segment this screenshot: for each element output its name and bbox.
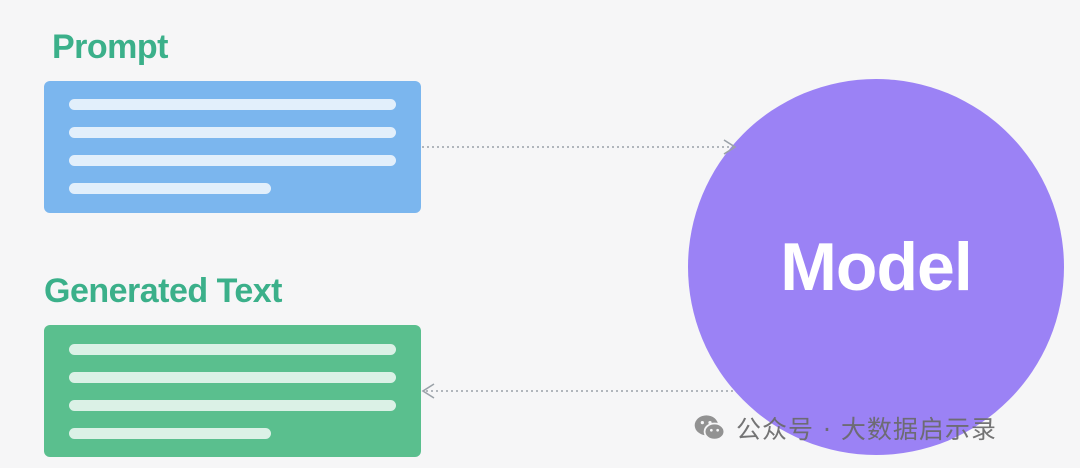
prompt-card bbox=[44, 81, 421, 213]
prompt-text-line bbox=[69, 155, 396, 166]
model-to-generated-arrow bbox=[421, 383, 733, 399]
prompt-text-line bbox=[69, 183, 271, 194]
watermark-text: 公众号 · 大数据启示录 bbox=[736, 415, 997, 444]
model-label: Model bbox=[780, 229, 972, 305]
generated-text-line bbox=[69, 372, 396, 383]
model-circle: Model bbox=[688, 79, 1064, 455]
generated-text-line bbox=[69, 400, 396, 411]
prompt-text-line bbox=[69, 127, 396, 138]
watermark: 公众号 · 大数据启示录 bbox=[692, 408, 997, 448]
prompt-text-line bbox=[69, 99, 396, 110]
prompt-to-model-arrow bbox=[422, 139, 737, 155]
generated-text-card bbox=[44, 325, 421, 457]
prompt-label: Prompt bbox=[52, 28, 169, 66]
generated-text-label: Generated Text bbox=[44, 272, 283, 310]
generated-text-line bbox=[69, 344, 396, 355]
wechat-icon bbox=[694, 415, 726, 441]
generated-text-line bbox=[69, 428, 271, 439]
